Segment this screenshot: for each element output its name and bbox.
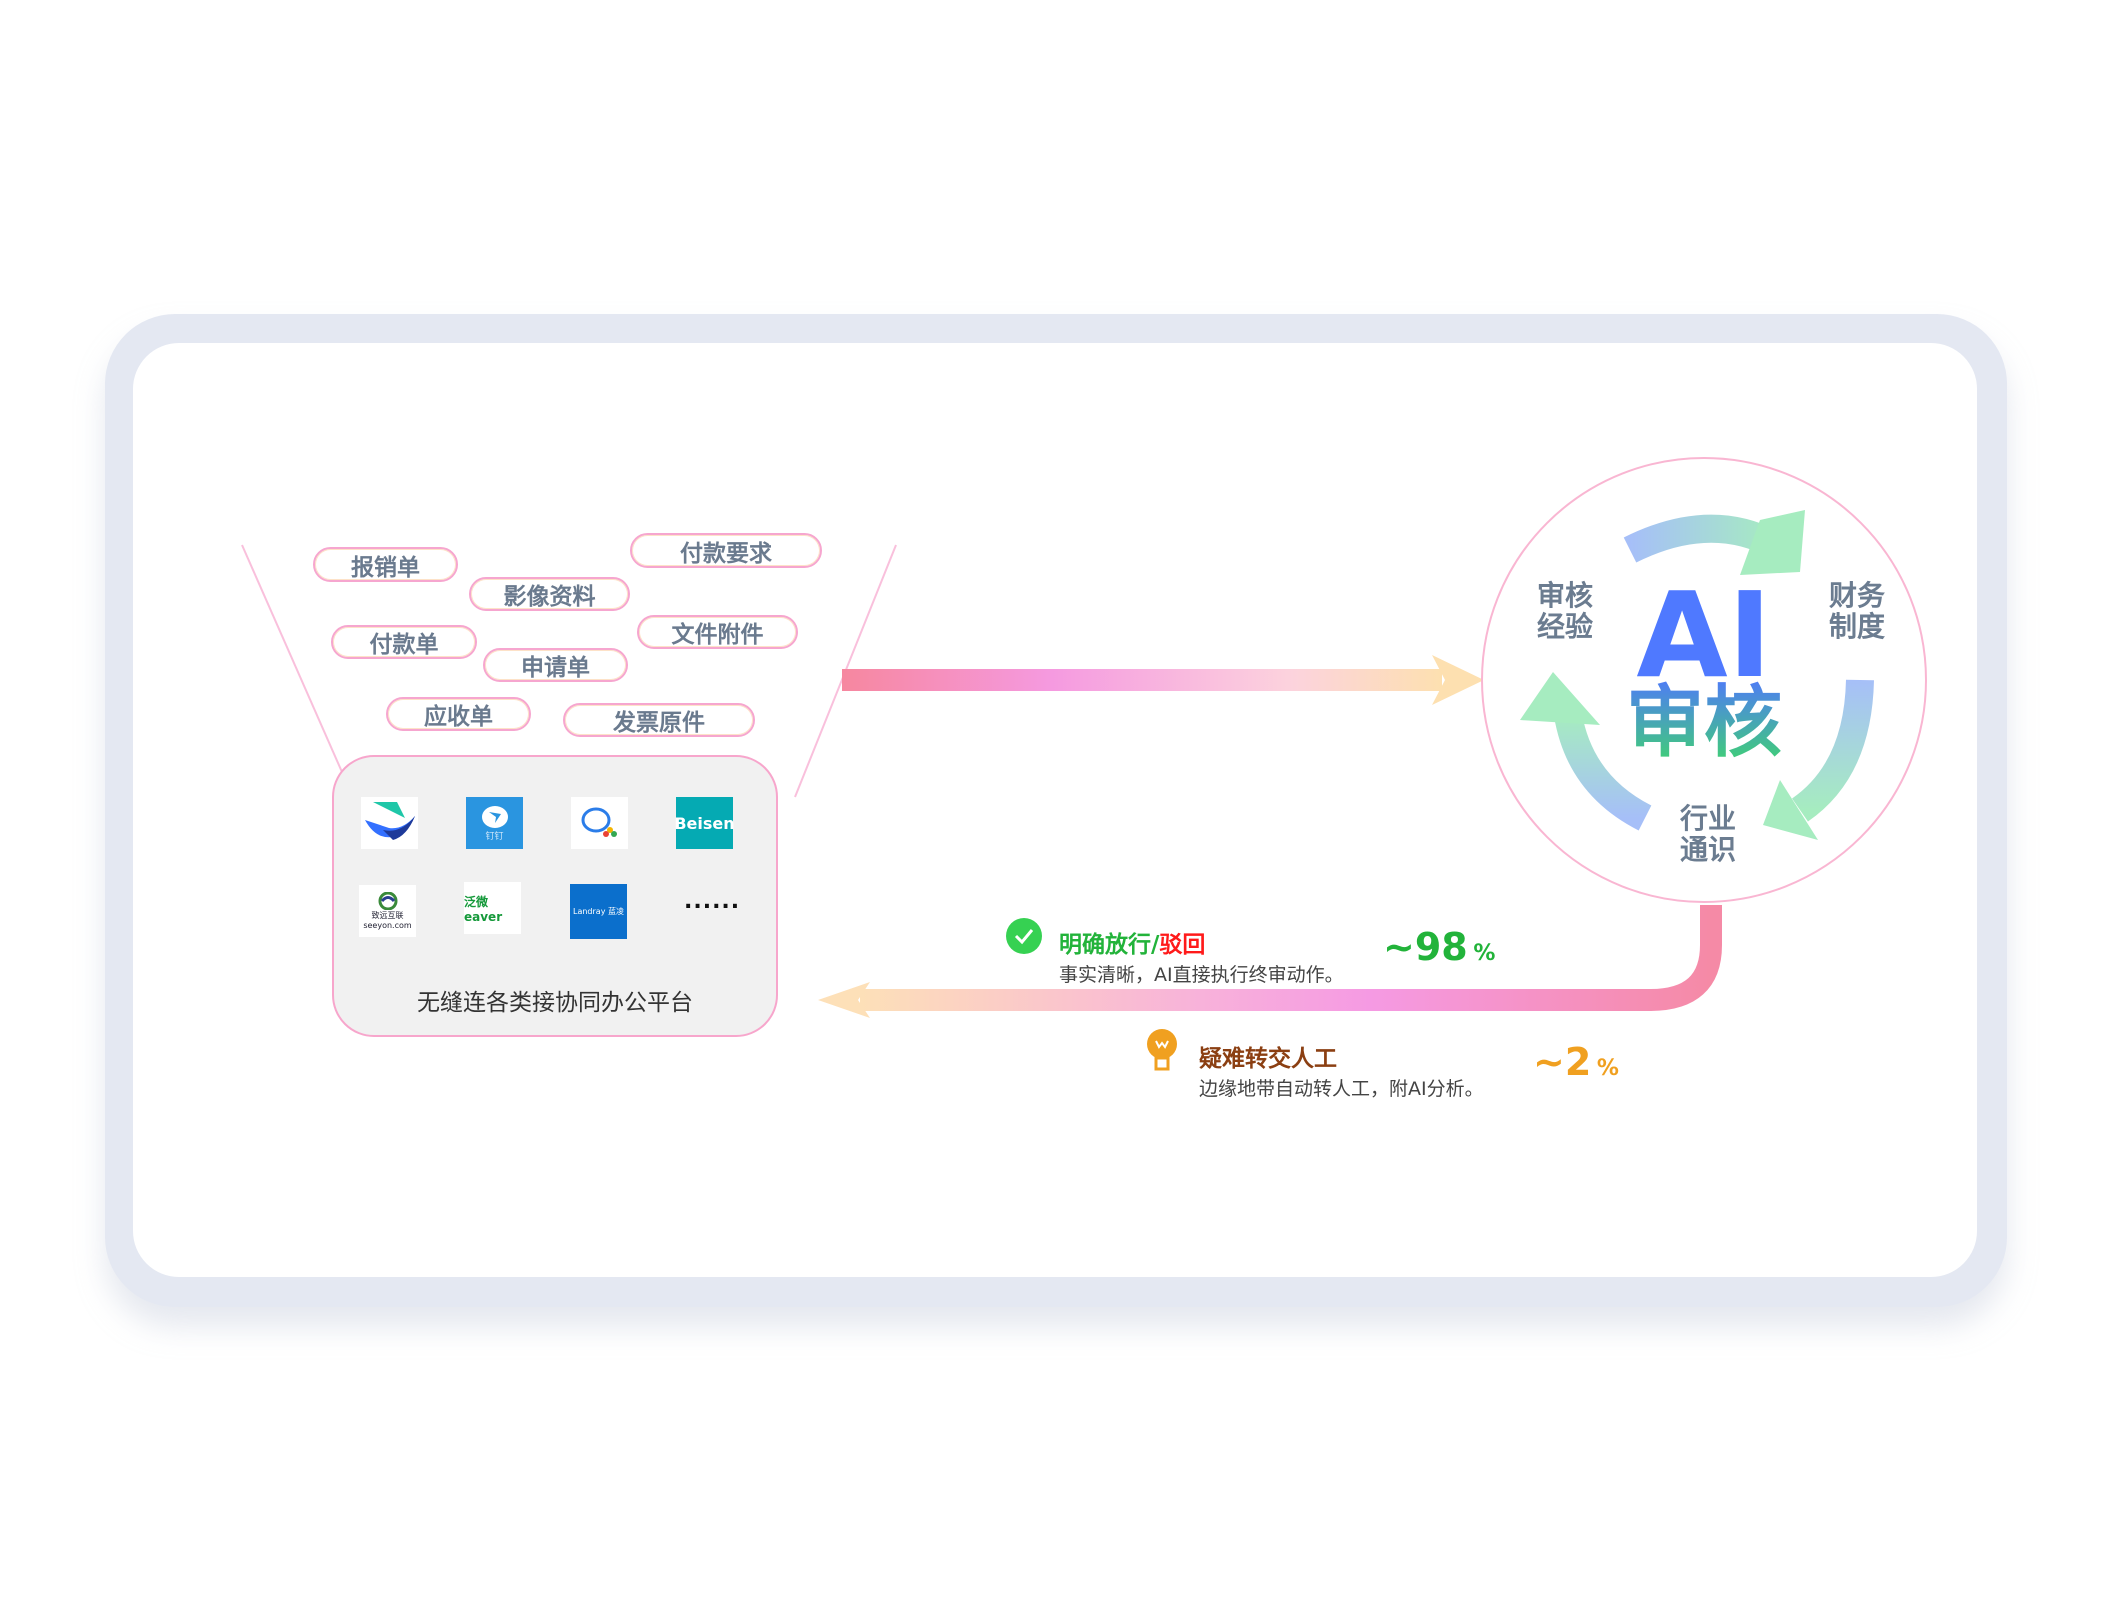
- more-platforms-ellipsis: ......: [684, 889, 741, 914]
- weaver-logo-text: 泛微 eaver: [464, 894, 503, 924]
- dingtalk-logo-text: 钉钉: [485, 831, 504, 842]
- beisen-logo: Beisen: [674, 797, 735, 849]
- approve-percent: ~98: [1383, 925, 1468, 969]
- label-finance-policy: 财务制度: [1828, 579, 1885, 643]
- audit-title: 审核: [1604, 680, 1804, 766]
- label-industry-knowledge: 行业通识: [1679, 802, 1736, 866]
- doc-pill-payment-request: 付款要求: [630, 533, 822, 568]
- doc-pill-application: 申请单: [483, 648, 628, 682]
- weaver-logo: 泛微 eaver: [464, 882, 521, 934]
- manual-percent-sign: %: [1596, 1056, 1619, 1081]
- outcome-approve-title: 明确放行/: [1059, 932, 1160, 958]
- doc-pill-receivable: 应收单: [386, 697, 531, 731]
- office-platform-panel: 钉钉 Beisen 致远互联 seeyon.com 泛微 eaver Landr…: [332, 755, 778, 1037]
- funnel-left-line: [241, 544, 354, 798]
- manual-percent: ~2: [1533, 1040, 1592, 1084]
- landray-logo: Landray 蓝凌: [570, 884, 627, 939]
- seeyon-logo-text: 致远互联 seeyon.com: [363, 911, 412, 930]
- doc-pill-images: 影像资料: [469, 577, 630, 611]
- doc-pill-invoice: 发票原件: [563, 703, 755, 737]
- feishu-logo: [361, 797, 418, 849]
- doc-pill-expense: 报销单: [313, 547, 458, 582]
- approve-percent-sign: %: [1473, 941, 1496, 966]
- label-audit-experience: 审核经验: [1536, 579, 1593, 643]
- dingtalk-logo: 钉钉: [466, 797, 523, 849]
- cycle-arrows: [1520, 510, 1874, 840]
- doc-pill-attachments: 文件附件: [637, 615, 798, 649]
- outcome-approve-desc: 事实清晰，AI直接执行终审动作。: [1059, 964, 1344, 986]
- platform-caption: 无缝连各类接协同办公平台: [417, 990, 693, 1016]
- seeyon-logo: 致远互联 seeyon.com: [359, 885, 416, 937]
- outcome-manual-desc: 边缘地带自动转人工，附AI分析。: [1199, 1078, 1484, 1100]
- arrow-to-platform: [818, 905, 1722, 1018]
- lightbulb-icon: [1147, 1029, 1177, 1071]
- outcome-manual-title: 疑难转交人工: [1199, 1046, 1337, 1072]
- wecom-logo: [571, 797, 628, 849]
- ai-title: AI: [1636, 566, 1772, 704]
- check-circle-icon: [1006, 918, 1042, 954]
- arrow-to-ai: [842, 655, 1484, 705]
- doc-pill-payment: 付款单: [331, 625, 477, 659]
- outcome-reject-title: 驳回: [1159, 932, 1206, 958]
